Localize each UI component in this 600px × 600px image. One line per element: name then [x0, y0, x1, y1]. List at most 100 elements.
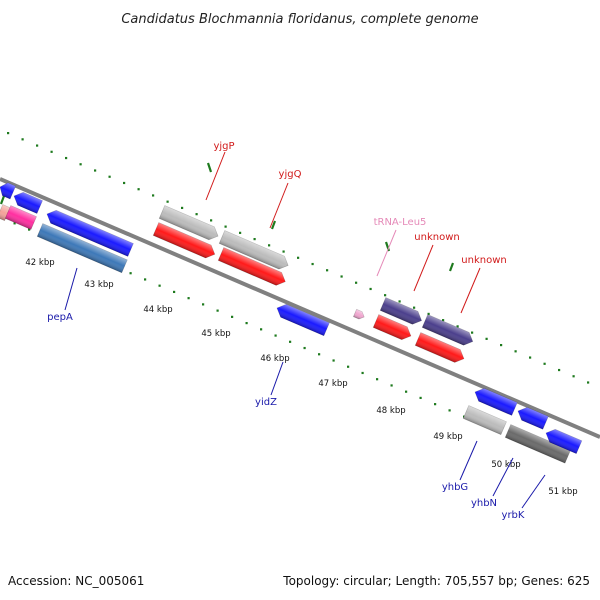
tick-dot	[7, 132, 10, 135]
tick-dot	[543, 362, 546, 365]
gene-label-yidZ: yidZ	[255, 397, 277, 408]
scale-label: 50 kbp	[491, 460, 520, 470]
tick-dot	[253, 237, 256, 241]
label-connector	[521, 474, 546, 509]
tick-dot	[202, 303, 205, 306]
tick-dot	[123, 181, 126, 185]
tick-dot	[210, 219, 213, 222]
gene-yhbG	[462, 405, 507, 436]
label-connector	[205, 151, 226, 201]
tick-dot	[340, 275, 343, 278]
map-title: Candidatus Blochmannia floridanus, compl…	[121, 12, 478, 27]
extra-feature	[474, 388, 518, 416]
tick-dot	[471, 331, 474, 334]
tick-dot	[13, 222, 16, 225]
label-connector	[413, 244, 434, 292]
scale-label: 49 kbp	[433, 432, 462, 442]
extra-feature	[4, 205, 37, 230]
extra-feature	[0, 182, 17, 200]
scale-label: 47 kbp	[318, 379, 347, 389]
tick-dot	[289, 340, 292, 343]
gene-yrbK	[545, 429, 583, 455]
tick-dot	[384, 294, 387, 297]
scale-label: 48 kbp	[376, 406, 405, 416]
major-tick	[270, 220, 277, 230]
tick-dot	[216, 309, 219, 312]
extra-feature	[0, 204, 11, 221]
tick-dot	[303, 346, 306, 350]
tick-dot	[144, 278, 147, 281]
tick-dot	[529, 356, 532, 359]
gene-label-yhbN: yhbN	[471, 498, 497, 509]
gene-label-yrbK: yrbK	[502, 510, 525, 521]
major-tick	[206, 162, 213, 173]
tick-dot	[173, 290, 176, 294]
tick-dot	[572, 375, 575, 378]
tick-dot	[398, 300, 401, 303]
tick-dot	[21, 138, 24, 141]
tick-dot	[419, 396, 422, 400]
tick-dot	[181, 206, 184, 210]
scale-label: 44 kbp	[143, 305, 172, 315]
genome-summary-text: Topology: circular; Length: 705,557 bp; …	[283, 574, 590, 588]
gene-label-unknown-2: unknown	[461, 255, 506, 266]
tick-dot	[152, 194, 155, 197]
major-tick	[0, 195, 6, 205]
tick-dot	[434, 403, 437, 406]
tick-dot	[129, 272, 132, 275]
tick-dot	[427, 312, 430, 316]
tick-dot	[326, 269, 329, 272]
tick-dot	[239, 231, 242, 234]
gene-yjgQ	[218, 230, 289, 270]
gene-yidZ	[276, 304, 330, 337]
tick-dot	[500, 343, 503, 347]
gene-unknown-2-cds	[414, 332, 465, 363]
gene-yjgP	[158, 205, 219, 241]
tick-dot	[137, 188, 140, 191]
genome-backbone	[0, 177, 600, 439]
tick-dot	[456, 325, 459, 328]
tick-dot	[260, 328, 263, 331]
tick-dot	[587, 381, 590, 384]
gene-label-unknown-1: unknown	[414, 232, 459, 243]
label-connector	[269, 182, 289, 229]
accession-text: Accession: NC_005061	[8, 574, 145, 588]
label-connector	[376, 229, 397, 277]
tick-dot	[347, 365, 350, 368]
scale-label: 51 kbp	[548, 487, 577, 497]
gene-label-yjgQ: yjgQ	[279, 169, 302, 180]
feature-layer	[0, 182, 583, 464]
gene-yjgQ-cds	[217, 247, 286, 286]
tick-dot	[413, 306, 416, 309]
label-connector	[64, 267, 78, 311]
tick-dot	[36, 144, 39, 147]
tick-dot	[369, 287, 372, 291]
gene-unknown-2	[421, 314, 474, 346]
tick-dot	[65, 156, 68, 160]
label-connector	[270, 361, 284, 396]
tick-dot	[390, 384, 393, 387]
scale-label: 45 kbp	[201, 329, 230, 339]
tick-dot	[361, 371, 364, 375]
gene-unknown-1-cds	[372, 314, 412, 341]
gene-label-pepA: pepA	[47, 312, 73, 323]
tick-dot	[485, 337, 488, 340]
tick-dot	[224, 225, 227, 228]
tick-dot	[514, 350, 517, 353]
label-connector	[492, 457, 514, 497]
tick-dot	[448, 409, 451, 412]
tick-dot	[405, 390, 408, 393]
major-tick	[384, 241, 391, 252]
gene-labels: yjgPyjgQtRNA-Leu5unknownunknownpepAyidZy…	[47, 141, 546, 521]
gene-label-yhbG: yhbG	[442, 482, 468, 493]
gene-pepA-cds	[46, 210, 134, 257]
gene-tRNA-Leu5	[353, 308, 365, 320]
tick-dot	[274, 334, 277, 337]
tick-dot	[442, 319, 445, 322]
gene-unknown-1	[379, 297, 422, 325]
label-connector	[460, 267, 481, 314]
scale-label: 42 kbp	[25, 258, 54, 268]
tick-dot	[28, 228, 31, 231]
tick-dot	[108, 175, 111, 178]
